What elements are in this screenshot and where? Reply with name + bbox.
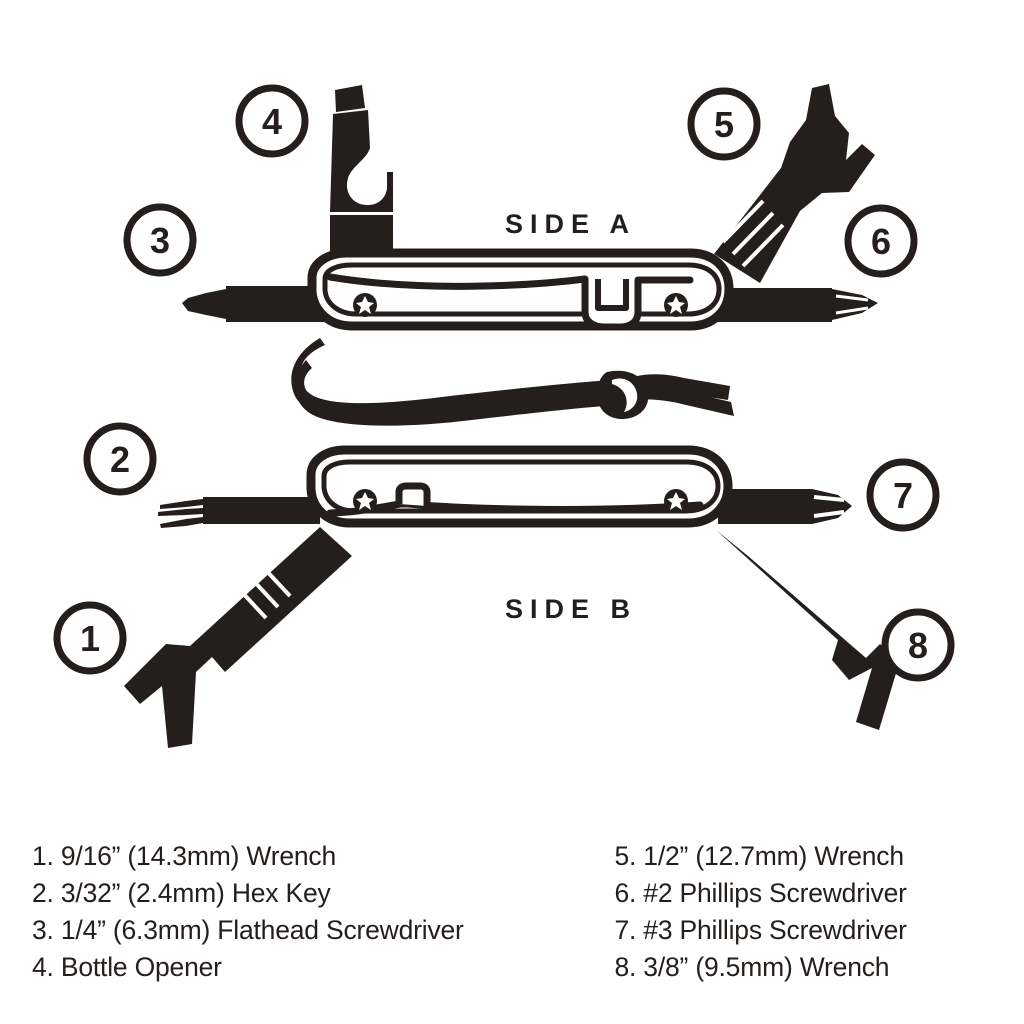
phillips-3-tool bbox=[718, 489, 852, 524]
badge-1[interactable]: 1 bbox=[53, 601, 127, 675]
legend-item-7: 7. #3 Phillips Screwdriver bbox=[614, 915, 907, 945]
badge-6[interactable]: 6 bbox=[844, 204, 918, 278]
pivot-screw-b-right bbox=[664, 489, 688, 513]
badge-7[interactable]: 7 bbox=[866, 458, 940, 532]
wrench-nine-sixteenths-tool bbox=[124, 527, 352, 748]
handle-body-side-a bbox=[307, 248, 734, 331]
legend-item-1: 1. 9/16” (14.3mm) Wrench bbox=[32, 841, 336, 871]
badge-1-number: 1 bbox=[80, 618, 100, 659]
legend-column-right: 5. 1/2” (12.7mm) Wrench 6. #2 Phillips S… bbox=[614, 838, 1006, 986]
phillips-2-tool bbox=[700, 288, 878, 322]
handle-body-side-b bbox=[306, 445, 733, 528]
legend-item-8: 8. 3/8” (9.5mm) Wrench bbox=[614, 952, 890, 982]
pivot-screw-a-right bbox=[664, 293, 688, 317]
badge-6-number: 6 bbox=[871, 221, 891, 262]
badge-3-number: 3 bbox=[150, 220, 170, 261]
wrench-half-inch-tool bbox=[714, 84, 875, 283]
side-b-group: SIDE B bbox=[124, 445, 900, 748]
lanyard-cord bbox=[291, 338, 734, 426]
badge-2-number: 2 bbox=[110, 439, 130, 480]
badge-4[interactable]: 4 bbox=[235, 84, 309, 158]
badge-2[interactable]: 2 bbox=[83, 422, 157, 496]
badge-4-number: 4 bbox=[262, 101, 282, 142]
side-a-label: SIDE A bbox=[505, 209, 636, 239]
side-a-group: SIDE A bbox=[182, 84, 878, 426]
legend-item-6: 6. #2 Phillips Screwdriver bbox=[614, 878, 907, 908]
wrench-three-eighths-tool bbox=[716, 530, 900, 730]
legend-item-4: 4. Bottle Opener bbox=[32, 952, 222, 982]
hex-key-tool bbox=[158, 497, 320, 528]
badge-7-number: 7 bbox=[893, 475, 913, 516]
side-b-label: SIDE B bbox=[505, 594, 637, 624]
multitool-svg: SIDE A bbox=[53, 84, 955, 748]
badge-8-number: 8 bbox=[908, 625, 928, 666]
pivot-screw-a-left bbox=[353, 293, 377, 317]
pivot-screw-b-left bbox=[353, 489, 377, 513]
badge-5-number: 5 bbox=[714, 104, 734, 145]
legend-column-left: 1. 9/16” (14.3mm) Wrench 2. 3/32” (2.4mm… bbox=[32, 838, 614, 986]
legend-item-2: 2. 3/32” (2.4mm) Hex Key bbox=[32, 878, 331, 908]
badge-3[interactable]: 3 bbox=[123, 203, 197, 277]
badge-5[interactable]: 5 bbox=[687, 87, 761, 161]
badge-8[interactable]: 8 bbox=[881, 608, 955, 682]
legend-item-5: 5. 1/2” (12.7mm) Wrench bbox=[614, 841, 904, 871]
bottle-opener-tool bbox=[330, 85, 393, 263]
badge-group: 4 3 5 6 2 bbox=[53, 84, 955, 682]
legend: 1. 9/16” (14.3mm) Wrench 2. 3/32” (2.4mm… bbox=[0, 838, 1024, 1024]
diagram-illustration: SIDE A bbox=[53, 84, 955, 748]
legend-item-3: 3. 1/4” (6.3mm) Flathead Screwdriver bbox=[32, 915, 464, 945]
